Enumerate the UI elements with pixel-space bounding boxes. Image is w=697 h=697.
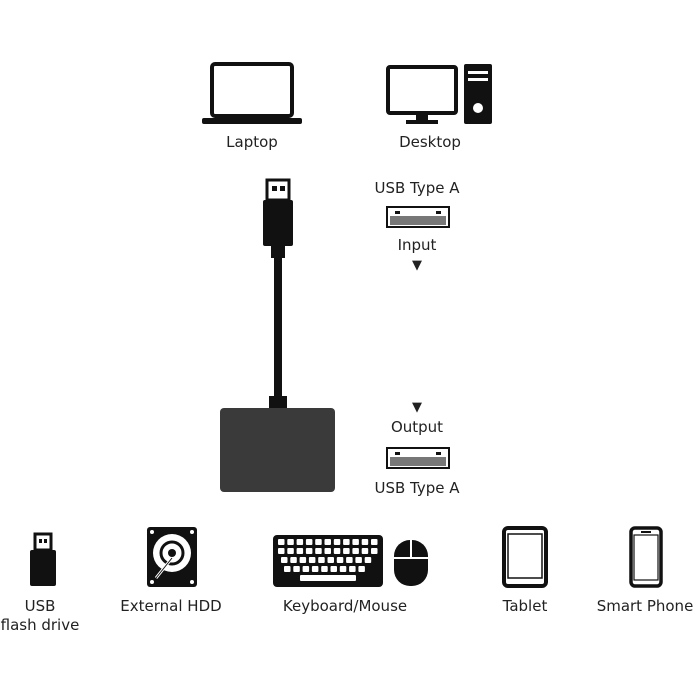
laptop-label: Laptop	[226, 133, 278, 151]
input-type-label: USB Type A	[374, 179, 460, 197]
usb-flash-drive-label: USB flash drive	[0, 597, 80, 634]
usb-a-port-output-icon	[386, 447, 450, 469]
desktop-icon	[386, 64, 492, 124]
hdd-icon	[147, 527, 197, 587]
usb-a-port-input-icon	[386, 206, 450, 228]
smart-phone-label: Smart Phone	[596, 597, 694, 615]
external-hdd-label: External HDD	[120, 597, 222, 615]
tablet-icon	[502, 526, 548, 588]
usb-flash-drive-icon	[30, 532, 56, 586]
tablet-label: Tablet	[502, 597, 548, 615]
usb-adapter-icon	[220, 178, 335, 492]
keyboard-mouse-label: Keyboard/Mouse	[282, 597, 408, 615]
laptop-icon	[202, 62, 302, 124]
input-arrow: ▼	[412, 258, 422, 273]
keyboard-mouse-icon	[273, 535, 428, 587]
output-direction-label: Output	[390, 418, 444, 436]
input-direction-label: Input	[397, 236, 437, 254]
smartphone-icon	[629, 526, 663, 588]
output-arrow: ▼	[412, 400, 422, 415]
output-type-label: USB Type A	[374, 479, 460, 497]
desktop-label: Desktop	[399, 133, 461, 151]
